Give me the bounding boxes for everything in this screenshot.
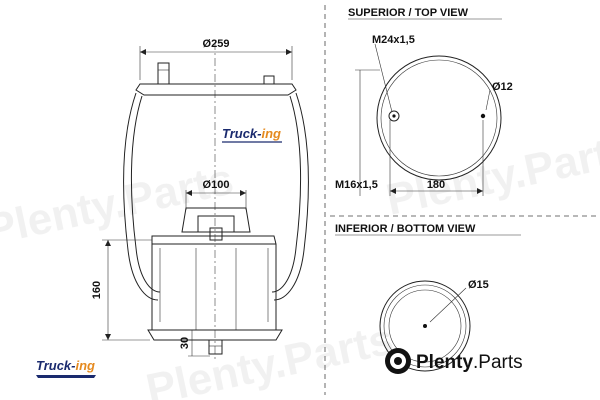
brand-logo: Truck-ing	[36, 358, 96, 378]
brand-part2: ing	[76, 358, 96, 373]
top-stud-left	[157, 62, 170, 85]
brand-part1: Truck-	[36, 358, 76, 373]
top-plate-inner	[380, 59, 498, 177]
heading-top-view: SUPERIOR / TOP VIEW	[348, 7, 469, 19]
leader-m24	[374, 43, 393, 113]
dimension-stud-length: 30	[179, 337, 191, 349]
top-plate-outer	[376, 55, 502, 181]
label-bottom-hole: Ø15	[468, 279, 489, 291]
dimension-top-diameter: Ø259	[203, 38, 230, 50]
hole-center	[392, 114, 396, 118]
plenty-name: Plenty	[416, 352, 473, 373]
dimension-bolt-spacing: 180	[427, 179, 445, 191]
bellows-right	[273, 92, 309, 301]
top-view: SUPERIOR / TOP VIEW M24x1,5 Ø12 180 M16x…	[335, 7, 513, 196]
bottom-view: INFERIOR / BOTTOM VIEW Ø15	[335, 223, 521, 372]
bellows-left-inner	[130, 95, 161, 293]
brand-part2: ing	[262, 126, 282, 141]
base-outer	[379, 280, 471, 372]
bellows-left	[123, 92, 159, 301]
leader-hole	[485, 89, 491, 111]
top-plate	[135, 83, 297, 96]
dimension-arrows	[186, 190, 246, 196]
brand-text: Truck-ing	[36, 358, 95, 373]
brand-label-bellows: Truck-ing	[222, 126, 282, 143]
plenty-parts-text: Plenty.Parts	[416, 352, 523, 373]
label-thread-large: M24x1,5	[372, 34, 415, 46]
base-ring	[388, 289, 462, 363]
piston-cap	[197, 215, 235, 233]
plenty-parts-logo: Plenty.Parts	[385, 348, 523, 374]
hole-m16	[480, 113, 486, 119]
base-inner	[383, 284, 467, 368]
base-plate	[147, 329, 283, 341]
bottom-stud	[208, 339, 223, 355]
gear-core	[394, 357, 402, 365]
leader-bottom-hole	[429, 287, 467, 323]
hole-m24	[388, 110, 400, 122]
dimension-piston-diameter: Ø100	[203, 179, 230, 191]
label-hole-diameter: Ø12	[492, 81, 513, 93]
piston-head	[181, 207, 251, 233]
plenty-suffix: .Parts	[473, 352, 523, 373]
label-thread-small: M16x1,5	[335, 179, 378, 191]
brand-swoosh	[36, 375, 96, 378]
side-view: Ø259 Ø100	[91, 38, 309, 362]
brand-part1: Truck-	[222, 126, 262, 141]
heading-bottom-view: INFERIOR / BOTTOM VIEW	[335, 223, 476, 235]
dimension-height: 160	[91, 281, 103, 299]
watermark-text: Plenty.Parts	[142, 315, 398, 400]
brand-text: Truck-ing	[222, 126, 281, 141]
piston-body	[151, 235, 277, 331]
bellows-right-inner	[271, 95, 302, 293]
bottom-center-hole	[423, 324, 427, 328]
top-stud-right	[263, 75, 275, 85]
piston-center-bolt	[209, 227, 223, 241]
